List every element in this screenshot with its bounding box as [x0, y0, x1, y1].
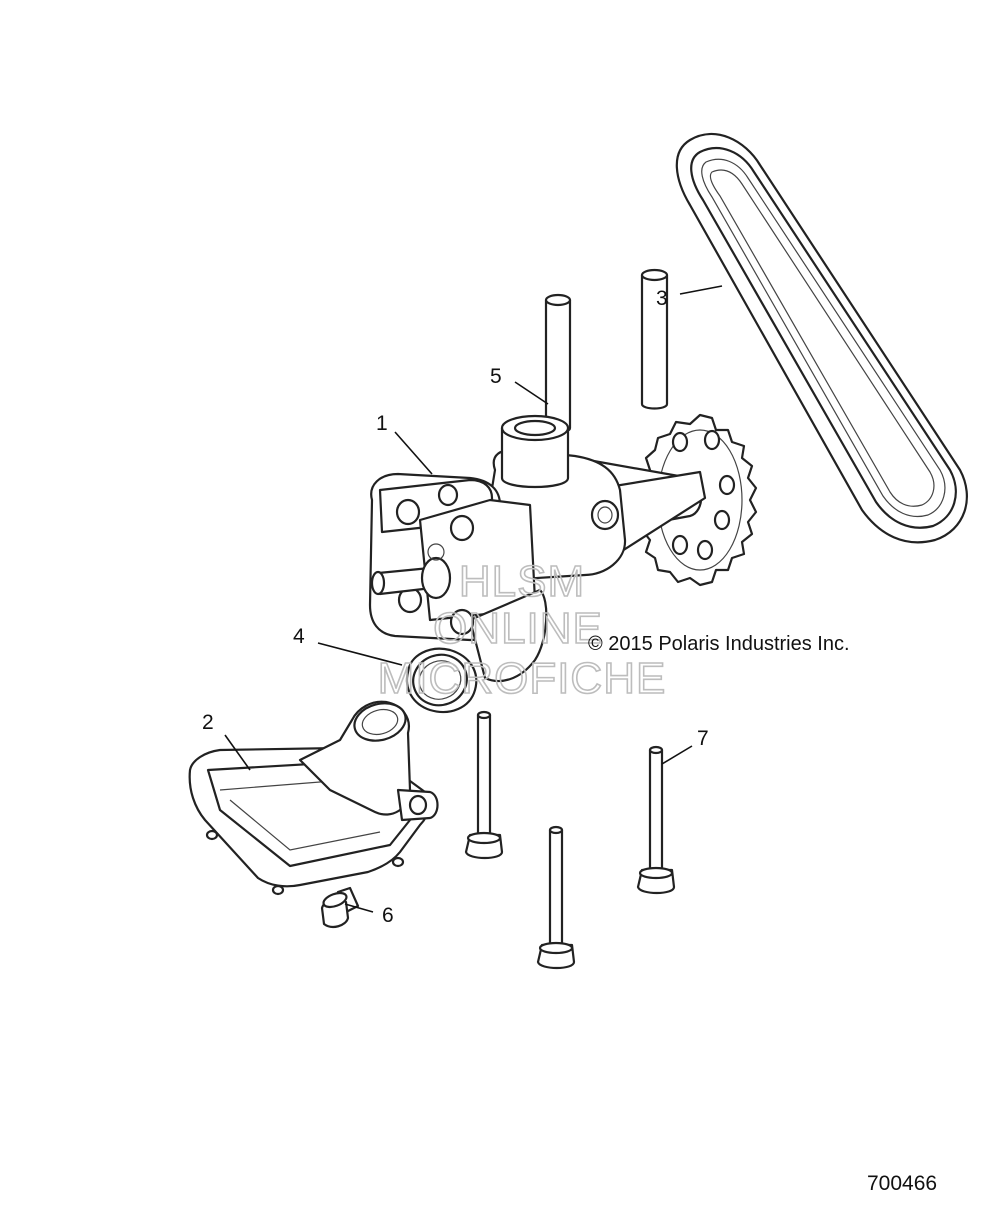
copyright-notice: © 2015 Polaris Industries Inc. [588, 633, 850, 655]
callout-5: 5 [490, 365, 502, 388]
watermark: HLSM ONLINE MICROFICHE [377, 556, 667, 704]
dowel-pin-part-5-b [640, 268, 669, 410]
flange-bolt-part-7-c [636, 745, 676, 895]
drive-belt-part-3 [675, 132, 968, 544]
seal-ring-part-4 [405, 647, 478, 714]
flange-bolt-part-7-a [464, 710, 504, 860]
bolt-part-6 [320, 886, 360, 928]
diagram-id-number: 700466 [867, 1172, 937, 1195]
dowel-pin-part-5-a [544, 293, 572, 434]
flange-bolt-part-7-b [536, 825, 576, 970]
oil-pump-assembly-part-1 [368, 413, 758, 683]
callout-3: 3 [656, 287, 668, 310]
watermark-line-2: ONLINE [433, 604, 603, 653]
callout-1: 1 [376, 412, 388, 435]
callout-6: 6 [382, 904, 394, 927]
watermark-line-1: HLSM [459, 557, 585, 606]
callout-labels: 1 2 3 4 5 6 7 [202, 287, 709, 927]
callout-2: 2 [202, 711, 214, 734]
callout-4: 4 [293, 625, 305, 648]
oil-pickup-strainer-part-2 [188, 700, 439, 896]
watermark-line-3: MICROFICHE [378, 654, 667, 703]
pump-body-bolts [395, 483, 475, 636]
callout-7: 7 [697, 727, 709, 750]
leader-lines [224, 285, 723, 913]
